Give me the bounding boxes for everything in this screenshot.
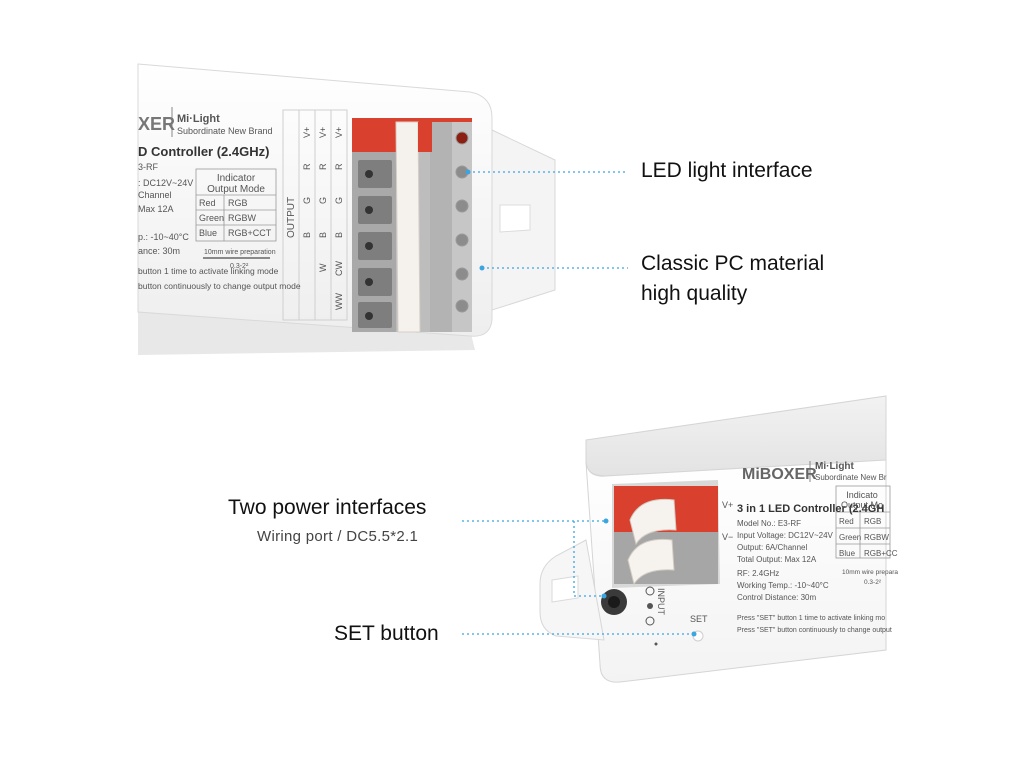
bottom-brand-mi: Mi·Light [815,461,855,472]
bottom-press2: Press "SET" button continuously to chang… [737,627,892,634]
svg-text:B: B [318,232,328,238]
bottom-row-green-color: Green [839,533,861,542]
top-row-blue-color: Blue [199,228,217,238]
top-row-red-mode: RGB [228,198,248,208]
bottom-total: Total Output: Max 12A [737,555,817,564]
callout-lines [462,171,694,635]
top-channel: Channel [138,190,172,200]
svg-text:G: G [334,197,344,204]
top-press2: button continuously to change output mod… [138,281,301,291]
bottom-row-blue-color: Blue [839,549,856,558]
top-device-shadow [138,310,475,355]
svg-text:V+: V+ [302,127,312,138]
callout-line-dc [573,521,604,597]
callout-pc-material-1: Classic PC material [641,252,825,275]
svg-text:V+: V+ [318,127,328,138]
top-brand-sub: Subordinate New Brand [177,126,273,136]
bottom-wire-gauge: 0.3-2² [864,579,882,586]
svg-text:V+: V+ [334,127,344,138]
svg-text:WW: WW [334,293,344,310]
callout-set-button: SET button [334,622,439,645]
top-lever [395,121,421,333]
bottom-row-red-mode: RGB [864,517,881,526]
bottom-table-header1: Indicato [846,490,878,500]
top-controller [137,63,556,355]
bottom-vplus: V+ [722,500,733,510]
svg-text:R: R [302,163,312,170]
top-model: 3-RF [138,162,159,172]
top-row-red-color: Red [199,198,216,208]
svg-text:R: R [318,163,328,170]
svg-text:G: G [318,197,328,204]
bottom-distance: Control Distance: 30m [737,593,816,602]
callout-dots [465,169,697,637]
callout-led-interface: LED light interface [641,159,813,182]
top-wire-prep: 10mm wire preparation [204,249,276,256]
bottom-controller [539,395,891,683]
bottom-row-green-mode: RGBW [864,533,889,542]
top-row-green-color: Green [199,213,224,223]
top-table-header1: Indicator [217,173,256,184]
top-table-header2: Output Mode [207,184,265,195]
bottom-temp: Working Temp.: -10~40°C [737,581,829,590]
top-wire-gauge: 0.3-2² [230,263,249,270]
top-voltage: : DC12V~24V [138,178,193,188]
top-tab-slot [499,204,531,233]
bottom-lever-2 [627,538,675,586]
svg-text:G: G [302,197,312,204]
top-pin-labels: V+ R G B V+ R G B W V+ R G B CW WW [302,127,344,310]
top-title: D Controller (2.4GHz) [138,144,269,159]
bottom-output: Output: 6A/Channel [737,543,807,552]
top-distance: ance: 30m [138,246,180,256]
bottom-voltage: Input Voltage: DC12V~24V [737,531,834,540]
bottom-rf: RF: 2.4GHz [737,569,779,578]
bottom-title: 3 in 1 LED Controller (2.4GH [737,503,884,515]
top-max: Max 12A [138,204,174,214]
bottom-indicator-table [835,485,891,559]
top-indicator-table [195,168,277,242]
top-brand: XER [138,114,175,134]
svg-text:B: B [302,232,312,238]
callout-pc-material-2: high quality [641,282,748,305]
svg-text:W: W [318,263,328,272]
bottom-brand-sub: Subordinate New Br [815,473,887,482]
bottom-input-label: INPUT [656,588,666,616]
status-led [654,642,658,646]
top-temp: p.: -10~40°C [138,232,189,242]
top-output-label: OUTPUT [286,197,297,238]
bottom-row-red-color: Red [839,517,854,526]
bottom-brand: MiBOXER [742,466,817,483]
top-press1: button 1 time to activate linking mode [138,266,279,276]
callout-power-sub: Wiring port / DC5.5*2.1 [257,528,419,545]
top-brand-mi: Mi·Light [177,113,220,125]
svg-text:B: B [334,232,344,238]
bottom-table-header2: Output Mo [841,500,883,510]
bottom-vminus: V− [722,532,733,542]
bottom-wire-prep: 10mm wire prepara [842,569,898,576]
bottom-press1: Press "SET" button 1 time to activate li… [737,615,885,622]
bottom-model: Model No.: E3-RF [737,519,801,528]
svg-text:R: R [334,163,344,170]
top-row-blue-mode: RGB+CCT [228,228,272,238]
callout-power-interfaces: Two power interfaces [228,496,427,519]
svg-text:CW: CW [334,261,344,276]
bottom-lever-1 [629,498,677,546]
bottom-set-label: SET [690,614,708,624]
top-row-green-mode: RGBW [228,213,257,223]
bottom-row-blue-mode: RGB+CC [864,549,898,558]
